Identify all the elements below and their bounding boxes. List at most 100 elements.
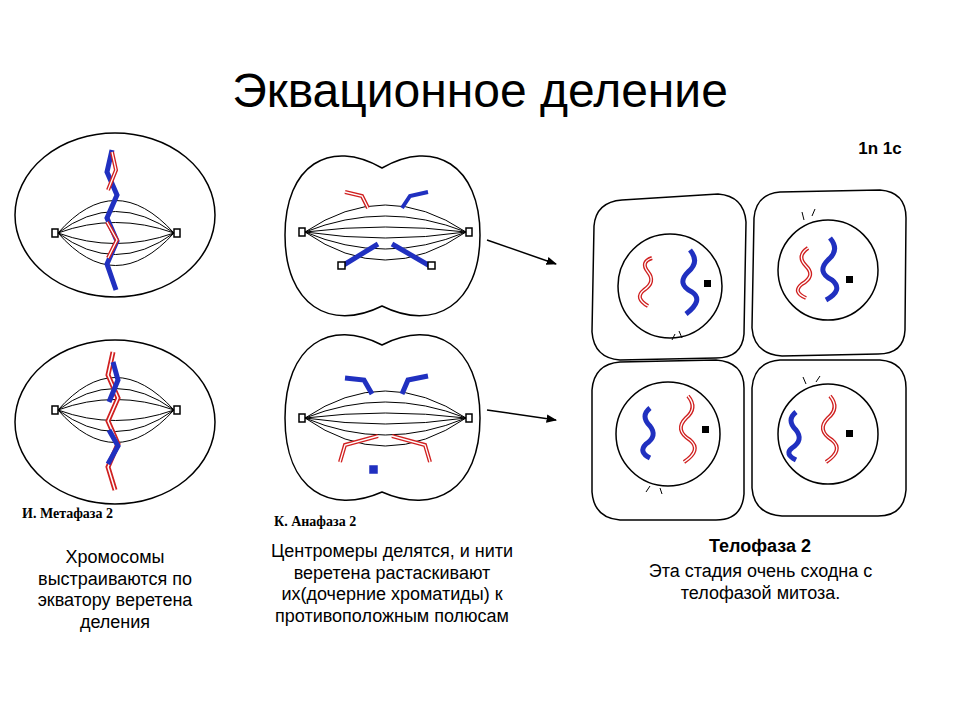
chromosome-blue [683, 250, 697, 314]
chromosome-red-hollow [681, 396, 695, 462]
centriole [299, 414, 305, 422]
chromosome-red-hollow [823, 396, 837, 462]
cell-membrane [15, 340, 215, 504]
chromosome-red-hollow [107, 222, 117, 258]
chromosome-blue [108, 430, 118, 464]
slide-title-box: Эквационное деление [0, 62, 960, 120]
spindle-fiber [305, 232, 466, 238]
centromere-mark [846, 430, 853, 437]
spindle-fiber [305, 227, 466, 232]
chromatid-red [340, 436, 378, 462]
chromosome-red [798, 248, 810, 298]
chromatid-blue [345, 378, 372, 394]
centriole [802, 209, 815, 220]
chromosome-red-hollow [640, 258, 652, 306]
spindle-fiber [305, 418, 466, 424]
stage-caption: Эта стадия очень сходна с телофазой мито… [618, 561, 903, 604]
slide-title: Эквационное деление [0, 62, 960, 120]
chromatid-red-hollow [345, 192, 368, 208]
chromosome-blue [823, 238, 837, 300]
nucleus [616, 382, 720, 486]
centromere [338, 262, 345, 269]
spindle-fiber [58, 201, 174, 234]
chromosome-red [108, 152, 116, 190]
spindle-fiber [305, 402, 466, 418]
chromosome-blue [643, 408, 653, 458]
daughter-cell [752, 360, 906, 516]
stage-heading-box: Телофаза 2 [610, 536, 910, 558]
cell-membrane [285, 335, 480, 501]
centrioles [646, 209, 820, 494]
chromatid-red [345, 192, 368, 208]
centromere-mark [702, 426, 709, 433]
metaphase-cell [15, 340, 215, 504]
centriole [466, 228, 472, 236]
stage-caption: Центромеры делятся, и нити веретена раст… [242, 541, 542, 627]
spindle-fiber [305, 413, 466, 418]
chromatid-red-hollow [340, 436, 378, 462]
spindle-fiber [58, 410, 174, 432]
stage-label: К. Анафаза 2 [274, 514, 474, 531]
centriole [299, 228, 305, 236]
stage-arrow [487, 240, 556, 264]
chromatid-blue [342, 244, 378, 266]
centromere-mark [704, 280, 711, 287]
cell-membrane [15, 133, 215, 297]
chromosome-red-hollow [108, 352, 118, 490]
ploidy-label-box: 1n 1c [830, 139, 930, 159]
spindle-fiber [305, 232, 466, 260]
centriole [52, 406, 58, 414]
anaphase-cell [285, 335, 480, 501]
stage-caption-box: Эта стадия очень сходна с телофазой мито… [618, 561, 903, 604]
centriole [672, 331, 682, 340]
spindle-fibers [305, 391, 466, 446]
stage-label-box: К. Анафаза 2 [274, 514, 474, 531]
daughter-cell [592, 360, 744, 520]
chromosome-red [640, 258, 652, 306]
chromatid-red [392, 436, 430, 462]
centromere-mark [846, 276, 853, 283]
stage-caption: Хромосомы выстраиваются по экватору вере… [22, 547, 208, 633]
nucleus [778, 220, 878, 320]
metaphase-cell [15, 133, 215, 297]
telophase-cells [592, 190, 906, 520]
chromatid-blue [402, 192, 428, 208]
telophase-chromosomes [640, 238, 853, 462]
chromatid-blue [402, 376, 428, 394]
chromatid-red-hollow [392, 436, 430, 462]
centromere [370, 466, 377, 473]
chromatid-blue [392, 244, 430, 266]
centromere [428, 262, 435, 269]
spindle-fiber [305, 216, 466, 232]
spindle-fiber [58, 212, 174, 234]
centriole [174, 229, 180, 237]
daughter-cell [752, 190, 906, 356]
nucleus [618, 234, 722, 338]
cell-membrane [285, 156, 480, 316]
centriole [803, 376, 820, 384]
daughter-cell [592, 194, 746, 360]
stage-arrow [487, 410, 556, 420]
chromosome-red [107, 222, 117, 258]
stage-heading: Телофаза 2 [610, 536, 910, 558]
centriole [466, 414, 472, 422]
nucleus [778, 384, 878, 484]
anaphase-cell [285, 156, 480, 316]
spindle-fiber [58, 410, 174, 421]
stage-label: И. Метафаза 2 [22, 506, 222, 523]
spindle-fibers [305, 205, 466, 260]
stage-caption-box: Хромосомы выстраиваются по экватору вере… [22, 547, 208, 633]
chromosome-red [681, 396, 695, 462]
chromosome-blue [109, 362, 118, 402]
centriole [52, 229, 58, 237]
chromosome-red-hollow [108, 152, 116, 190]
spindle-fiber [305, 391, 466, 418]
chromosome-red [823, 396, 837, 462]
stage-caption-box: Центромеры делятся, и нити веретена раст… [242, 541, 542, 627]
spindle-fiber [58, 223, 174, 234]
centriole [174, 406, 180, 414]
spindle-fiber [305, 418, 466, 446]
stage-label-box: И. Метафаза 2 [22, 506, 222, 523]
centriole [646, 486, 662, 494]
